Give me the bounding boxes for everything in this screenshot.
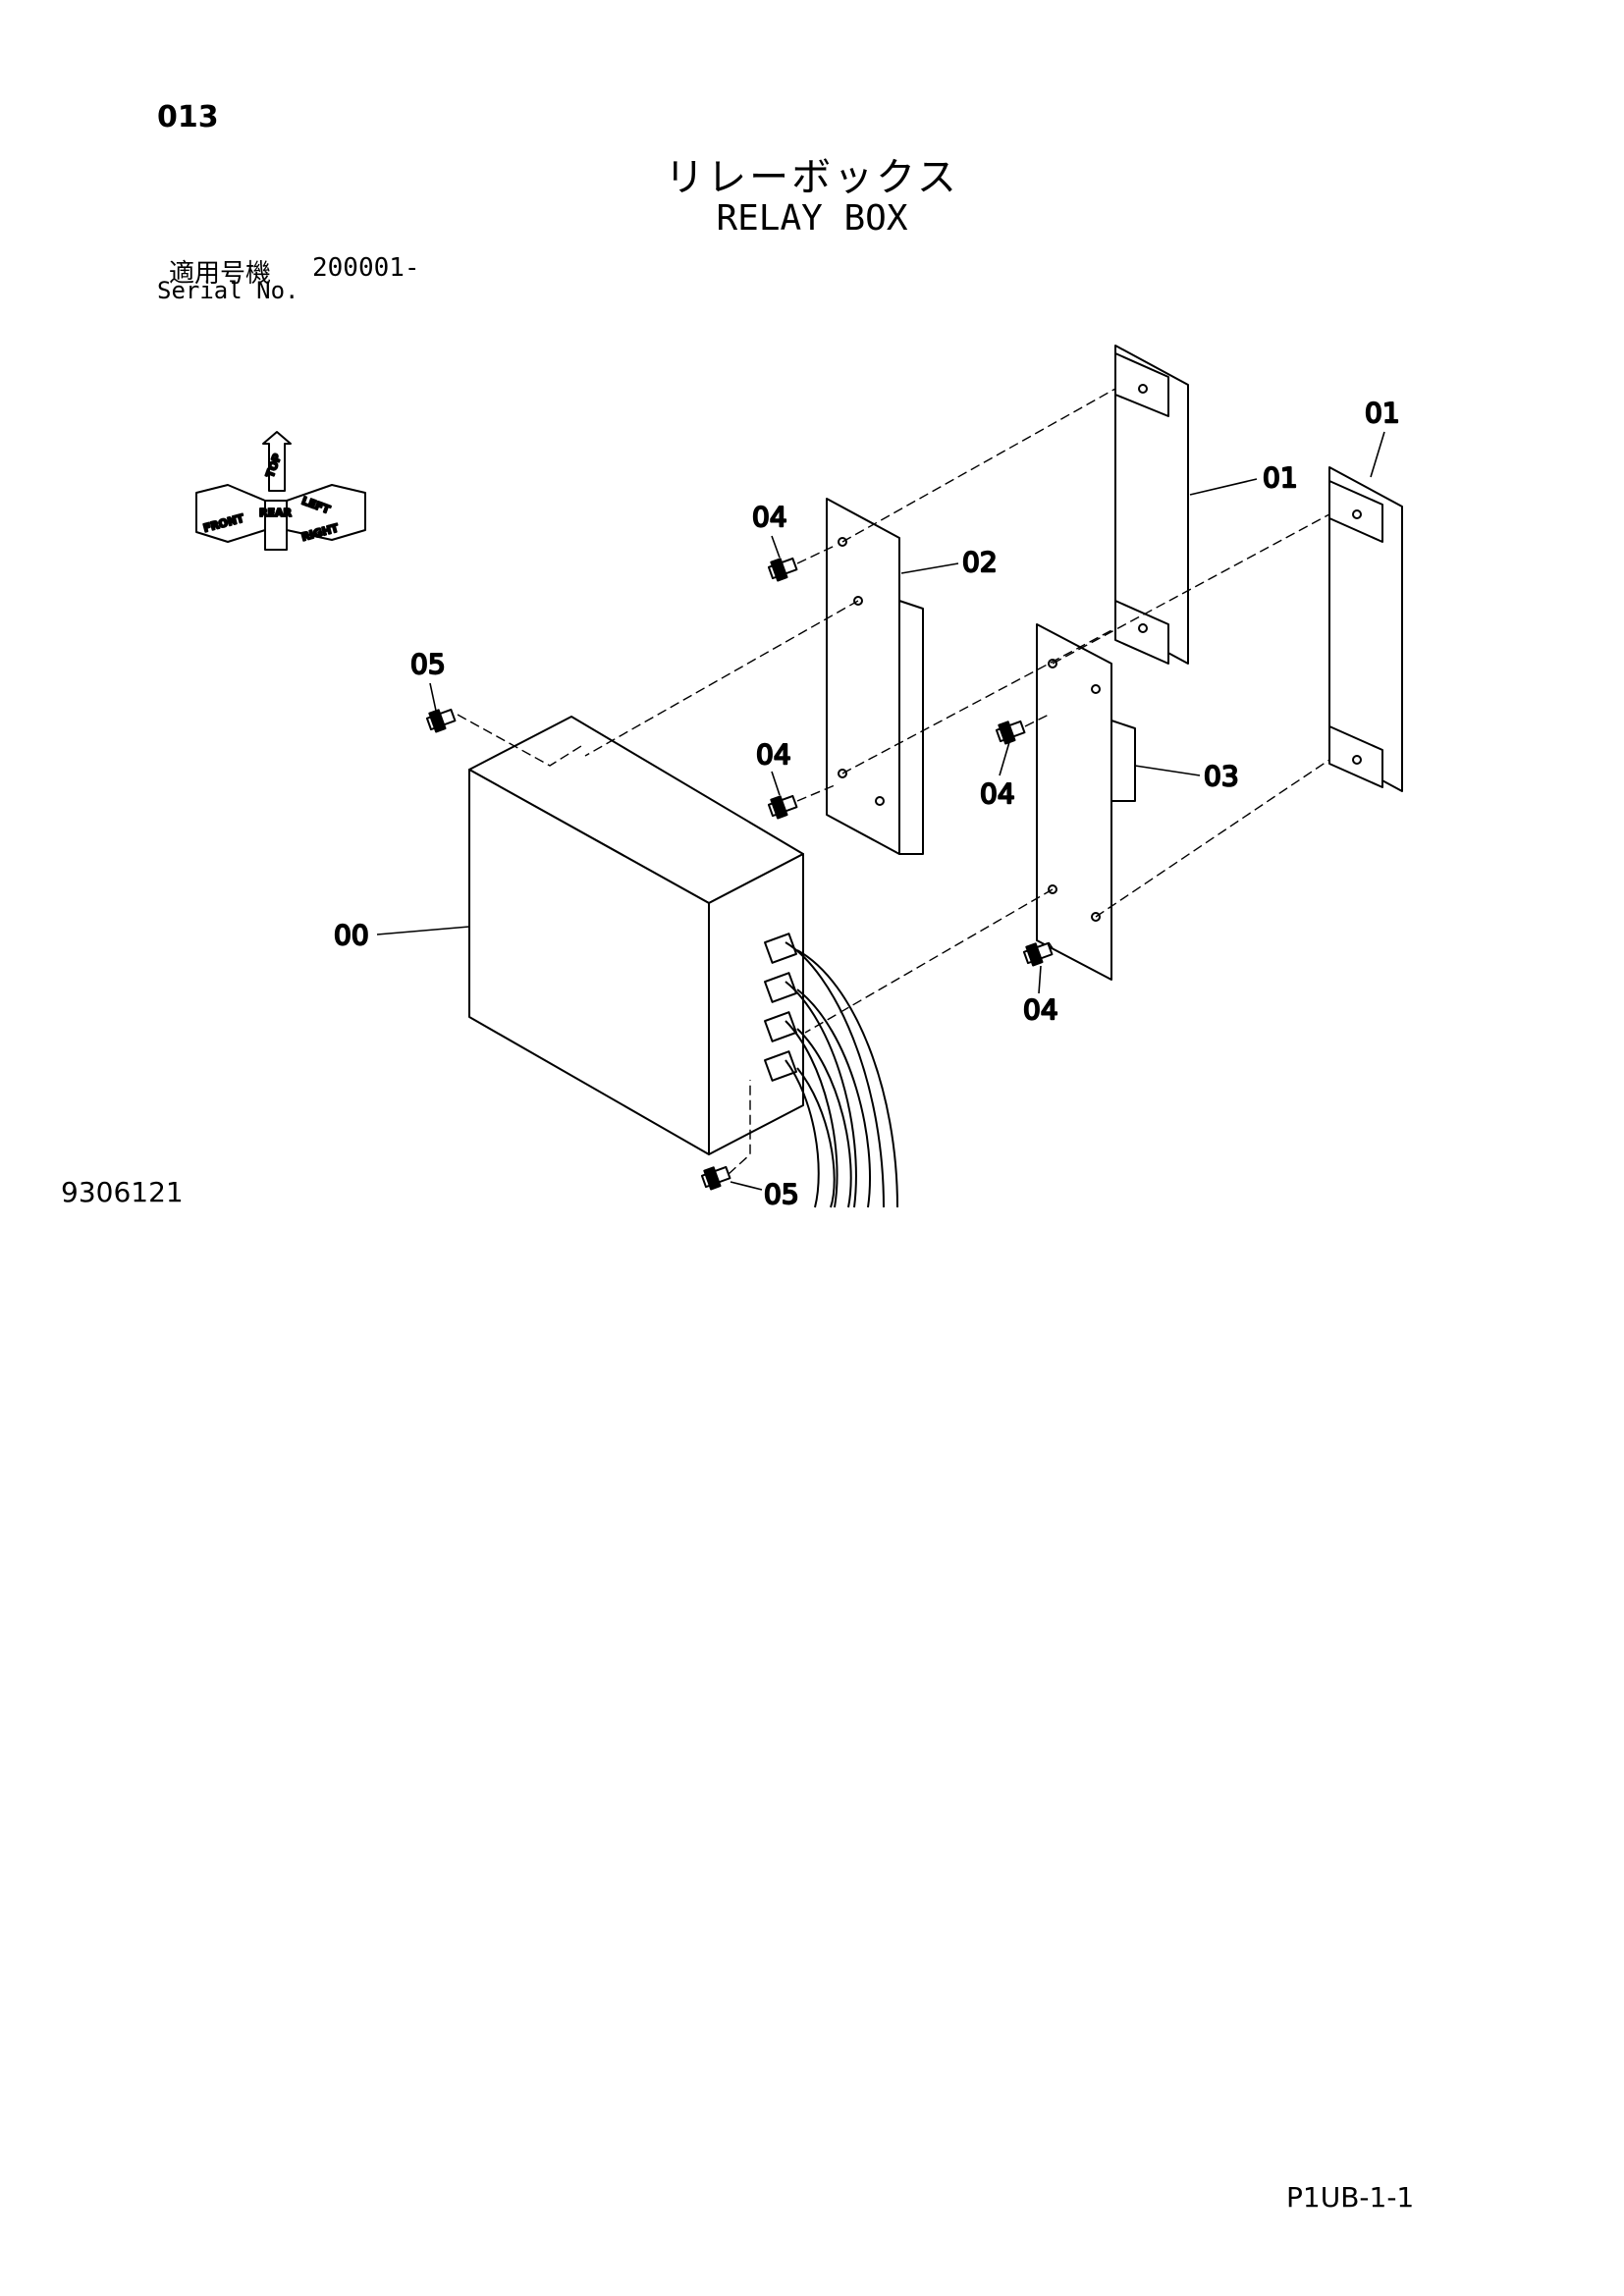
- bracket-center-part: [1036, 623, 1136, 981]
- callout-01-right: 01: [1365, 397, 1400, 429]
- callout-04-center: 04: [980, 777, 1015, 810]
- serial-label-japanese: 適用号機: [169, 259, 272, 289]
- callout-02: 02: [962, 546, 998, 578]
- drawing-number: 9306121: [61, 1176, 184, 1208]
- bracket-rear-part: [1114, 345, 1189, 665]
- callout-00: 00: [334, 919, 369, 951]
- callout-01-rear: 01: [1263, 461, 1298, 494]
- bolt-parts: [425, 557, 1054, 1191]
- callout-04-lower-left: 04: [756, 738, 791, 771]
- bracket-left-part: [826, 498, 924, 855]
- callout-05-upper: 05: [410, 648, 446, 680]
- serial-label-english: Serial No.: [157, 277, 299, 304]
- leader-lines: [376, 431, 1385, 1191]
- orient-label-rear: REAR: [259, 507, 292, 519]
- callout-03: 03: [1204, 760, 1239, 792]
- callout-04-upper-left: 04: [752, 501, 787, 533]
- sheet-code: P1UB-1-1: [1286, 2181, 1415, 2214]
- page-title-japanese: リレーボックス: [665, 155, 959, 200]
- serial-value: 200001-: [312, 253, 420, 283]
- orientation-icon: REAR TOP FRONT LEFT RIGHT: [195, 431, 366, 551]
- callout-04-lower: 04: [1023, 993, 1058, 1026]
- page-number: 013: [157, 100, 219, 134]
- bracket-right-part: [1328, 466, 1403, 792]
- callout-05-lower: 05: [764, 1178, 799, 1210]
- page-title-english: RELAY BOX: [716, 198, 908, 239]
- assembly-lines: [457, 388, 1330, 1175]
